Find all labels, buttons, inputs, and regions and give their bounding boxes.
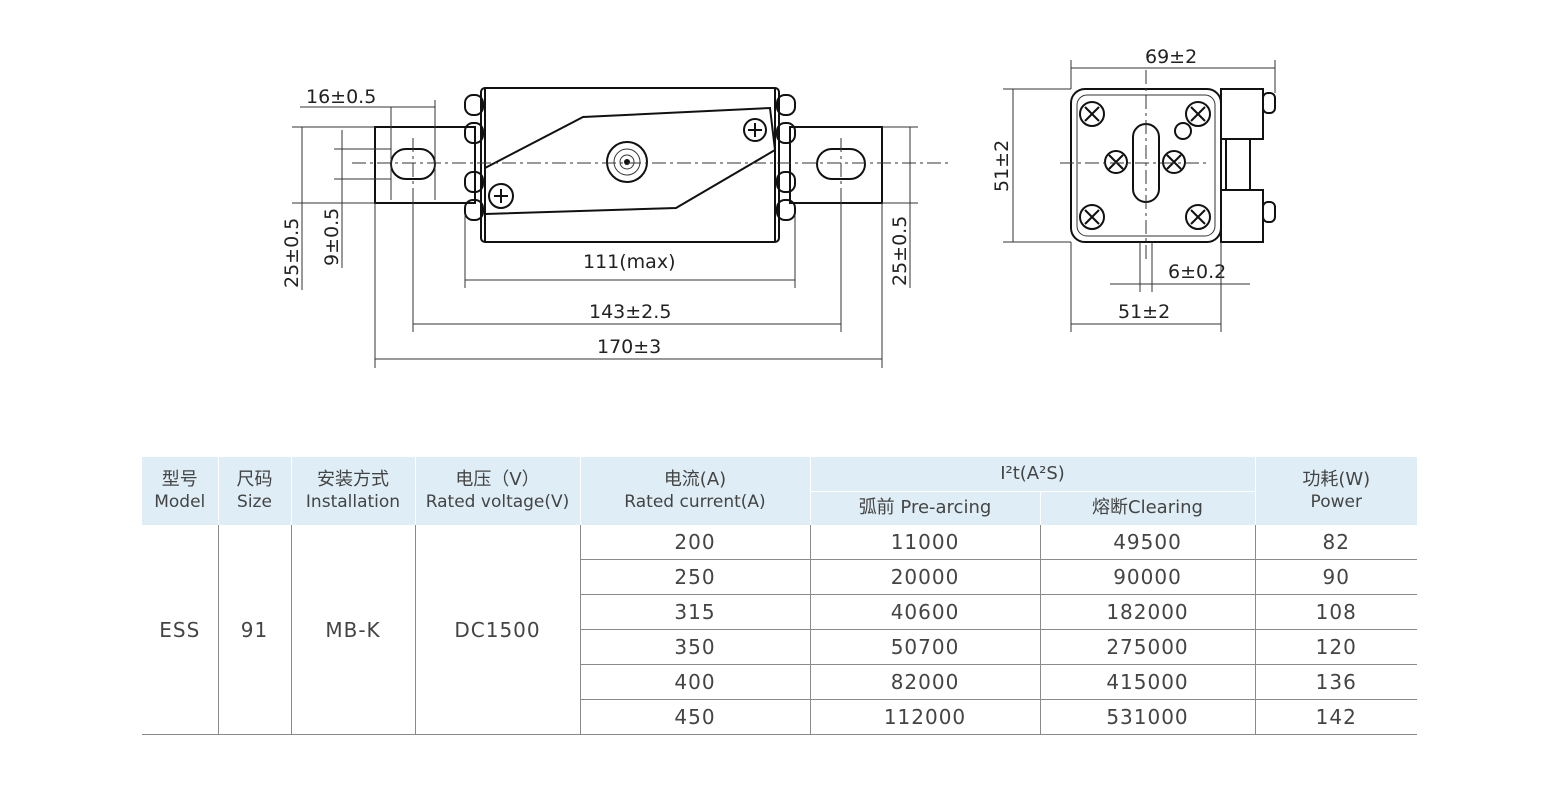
table-row: 315 40600 182000 108 [142,594,1417,630]
screw-plus-icon [488,183,514,209]
cell-clearing: 182000 [1040,594,1256,630]
cell-clearing: 275000 [1040,629,1256,665]
dim-51-height: 51±2 [991,140,1013,192]
screw-cross-icon [1185,204,1211,230]
side-cap-bottom [1220,189,1264,243]
cell-installation: MB-K [291,525,416,735]
dim-51-width: 51±2 [1118,301,1170,323]
cell-power: 120 [1255,629,1417,665]
header-prearcing: 弧前 Pre-arcing [810,490,1041,525]
table-row: 450 112000 531000 142 [142,699,1417,735]
table-row: 400 82000 415000 136 [142,664,1417,700]
header-power: 功耗(W)Power [1255,457,1417,525]
cell-prearcing: 50700 [810,629,1041,665]
cell-power: 90 [1255,559,1417,595]
fuse-dimension-drawing: 16±0.5 25±0.5 9±0.5 111(max) 143±2.5 170… [281,46,1276,368]
cell-prearcing: 20000 [810,559,1041,595]
header-voltage: 电压（V）Rated voltage(V) [415,457,581,525]
cell-clearing: 90000 [1040,559,1256,595]
cell-current: 200 [580,525,811,560]
header-current: 电流(A)Rated current(A) [580,457,811,525]
cell-current: 450 [580,699,811,735]
side-cap-top [1220,88,1264,140]
screw-cross-icon [1162,150,1186,174]
cell-clearing: 531000 [1040,699,1256,735]
dim-25-right: 25±0.5 [889,216,911,286]
header-clearing: 熔断Clearing [1040,490,1256,525]
cell-prearcing: 40600 [810,594,1041,630]
cell-current: 350 [580,629,811,665]
cell-prearcing: 11000 [810,525,1041,560]
cell-model: ESS [142,525,219,735]
cell-current: 315 [580,594,811,630]
indicator-plate [484,106,777,215]
screw-cross-icon [1079,204,1105,230]
dim-69: 69±2 [1145,46,1197,68]
header-i2t: I²t(A²S) [810,457,1256,491]
cell-power: 108 [1255,594,1417,630]
dim-143: 143±2.5 [589,301,671,323]
fuse-body [480,87,780,243]
left-blade [374,126,476,204]
front-dimensions: 16±0.5 25±0.5 9±0.5 111(max) 143±2.5 170… [281,86,918,368]
cell-prearcing: 112000 [810,699,1041,735]
cell-clearing: 415000 [1040,664,1256,700]
table-row: ESS 91 MB-K DC1500 200 11000 49500 82 [142,525,1417,735]
cell-clearing: 49500 [1040,525,1256,560]
cell-prearcing: 82000 [810,664,1041,700]
cell-power: 136 [1255,664,1417,700]
cell-size: 91 [218,525,292,735]
screw-plus-icon [743,118,767,142]
screw-cross-icon [1079,101,1105,127]
dim-16: 16±0.5 [306,86,376,108]
cell-current: 400 [580,664,811,700]
dim-9: 9±0.5 [321,208,343,266]
front-view [352,87,950,243]
dim-6: 6±0.2 [1168,261,1226,283]
table-row: 350 50700 275000 120 [142,629,1417,665]
dim-111: 111(max) [583,251,676,273]
table-row: 250 20000 90000 90 [142,559,1417,595]
side-dimensions: 69±2 51±2 6±0.2 51±2 [991,46,1276,332]
cell-current: 250 [580,559,811,595]
right-endcap-bolts [776,94,796,221]
cell-power: 82 [1255,525,1417,560]
cell-power: 142 [1255,699,1417,735]
side-hole [1174,122,1192,140]
screw-cross-icon [1104,150,1128,174]
left-endcap-bolts [464,94,484,221]
striker-indicator [606,141,648,183]
dim-25-left: 25±0.5 [281,218,303,288]
dim-170: 170±3 [597,336,661,358]
right-blade [789,126,883,204]
screw-cross-icon [1185,101,1211,127]
side-view [1060,70,1276,260]
cell-voltage: DC1500 [415,525,581,735]
